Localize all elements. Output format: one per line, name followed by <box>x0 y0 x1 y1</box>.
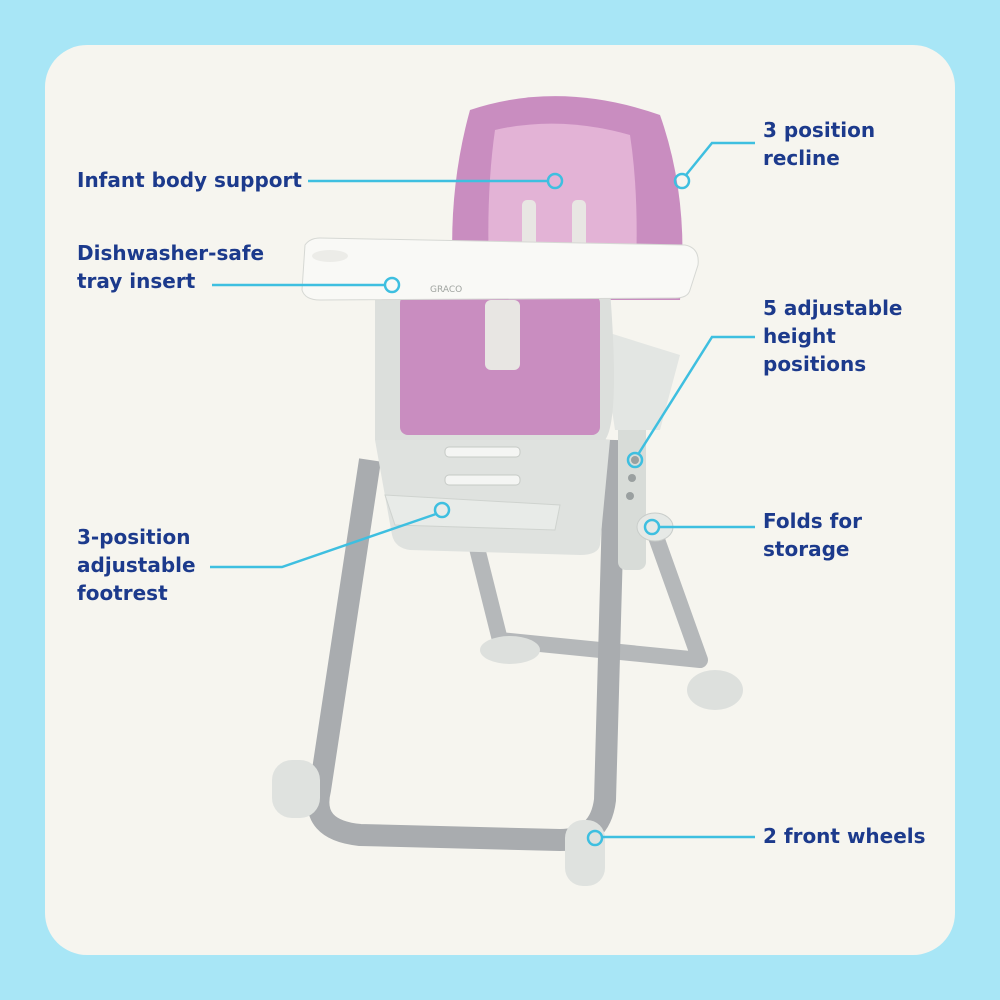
left-wheel <box>272 760 320 818</box>
tray <box>301 237 699 301</box>
label-line: positions <box>763 352 867 376</box>
brand-logo: GRACO <box>430 285 462 295</box>
label-infant-body-support: Infant body support <box>77 166 302 194</box>
rear-foot <box>480 636 540 664</box>
callout-line-height <box>637 335 755 454</box>
label-footrest: 3-position adjustable footrest <box>77 523 196 607</box>
label-tray-insert: Dishwasher-safe tray insert <box>77 239 264 295</box>
callout-dot-wheels <box>586 829 604 847</box>
label-line: height <box>763 324 836 348</box>
label-height-positions: 5 adjustable height positions <box>763 294 902 378</box>
label-line: 2 front wheels <box>763 824 926 848</box>
footrest <box>384 494 561 531</box>
label-line: recline <box>763 146 840 170</box>
callout-dot-height <box>626 451 644 469</box>
rear-foot <box>687 670 743 710</box>
label-line: storage <box>763 537 850 561</box>
callout-dot-footrest <box>433 501 451 519</box>
label-line: 5 adjustable <box>763 296 903 320</box>
callout-dot-tray <box>383 276 401 294</box>
callout-dot-infant <box>546 172 564 190</box>
label-line: Dishwasher-safe <box>77 241 265 265</box>
label-line: Folds for <box>763 509 862 533</box>
label-line: Infant body support <box>77 168 302 192</box>
callout-dot-folds <box>643 518 661 536</box>
callout-line-footrest <box>210 512 437 569</box>
callout-line-recline <box>685 141 755 176</box>
label-recline: 3 position recline <box>763 116 875 172</box>
label-folds: Folds for storage <box>763 507 862 563</box>
label-line: footrest <box>77 581 168 605</box>
label-line: tray insert <box>77 269 196 293</box>
label-line: 3 position <box>763 118 876 142</box>
label-front-wheels: 2 front wheels <box>763 822 926 850</box>
front-frame <box>307 439 626 851</box>
right-wheel <box>565 820 605 886</box>
label-line: 3-position <box>77 525 191 549</box>
label-line: adjustable <box>77 553 196 577</box>
callout-dot-recline <box>673 172 691 190</box>
